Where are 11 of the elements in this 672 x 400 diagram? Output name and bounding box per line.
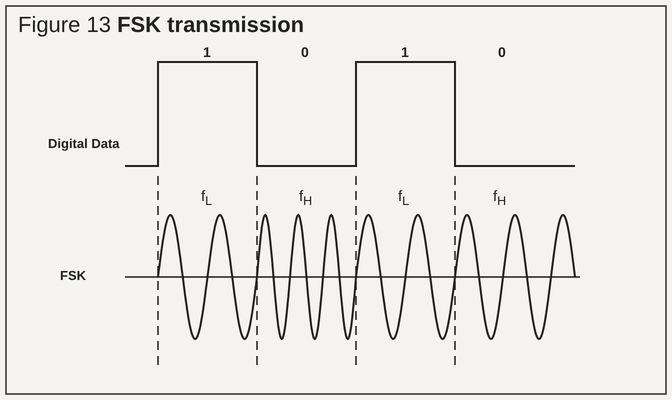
bit-value: 0: [301, 44, 309, 60]
bit-value: 1: [401, 44, 409, 60]
bit-value: 1: [203, 44, 211, 60]
frequency-label: f$_{H}$: [299, 188, 312, 208]
signal-label: Digital Data: [48, 136, 120, 151]
signal-label: FSK: [60, 268, 86, 283]
figure-title: Figure 13 FSK transmission: [18, 12, 304, 38]
frequency-label: f$_{H}$: [493, 188, 506, 208]
frequency-label: f$_{L}$: [398, 188, 410, 208]
frequency-label: f$_{L}$: [201, 188, 212, 208]
bit-value: 0: [498, 44, 506, 60]
